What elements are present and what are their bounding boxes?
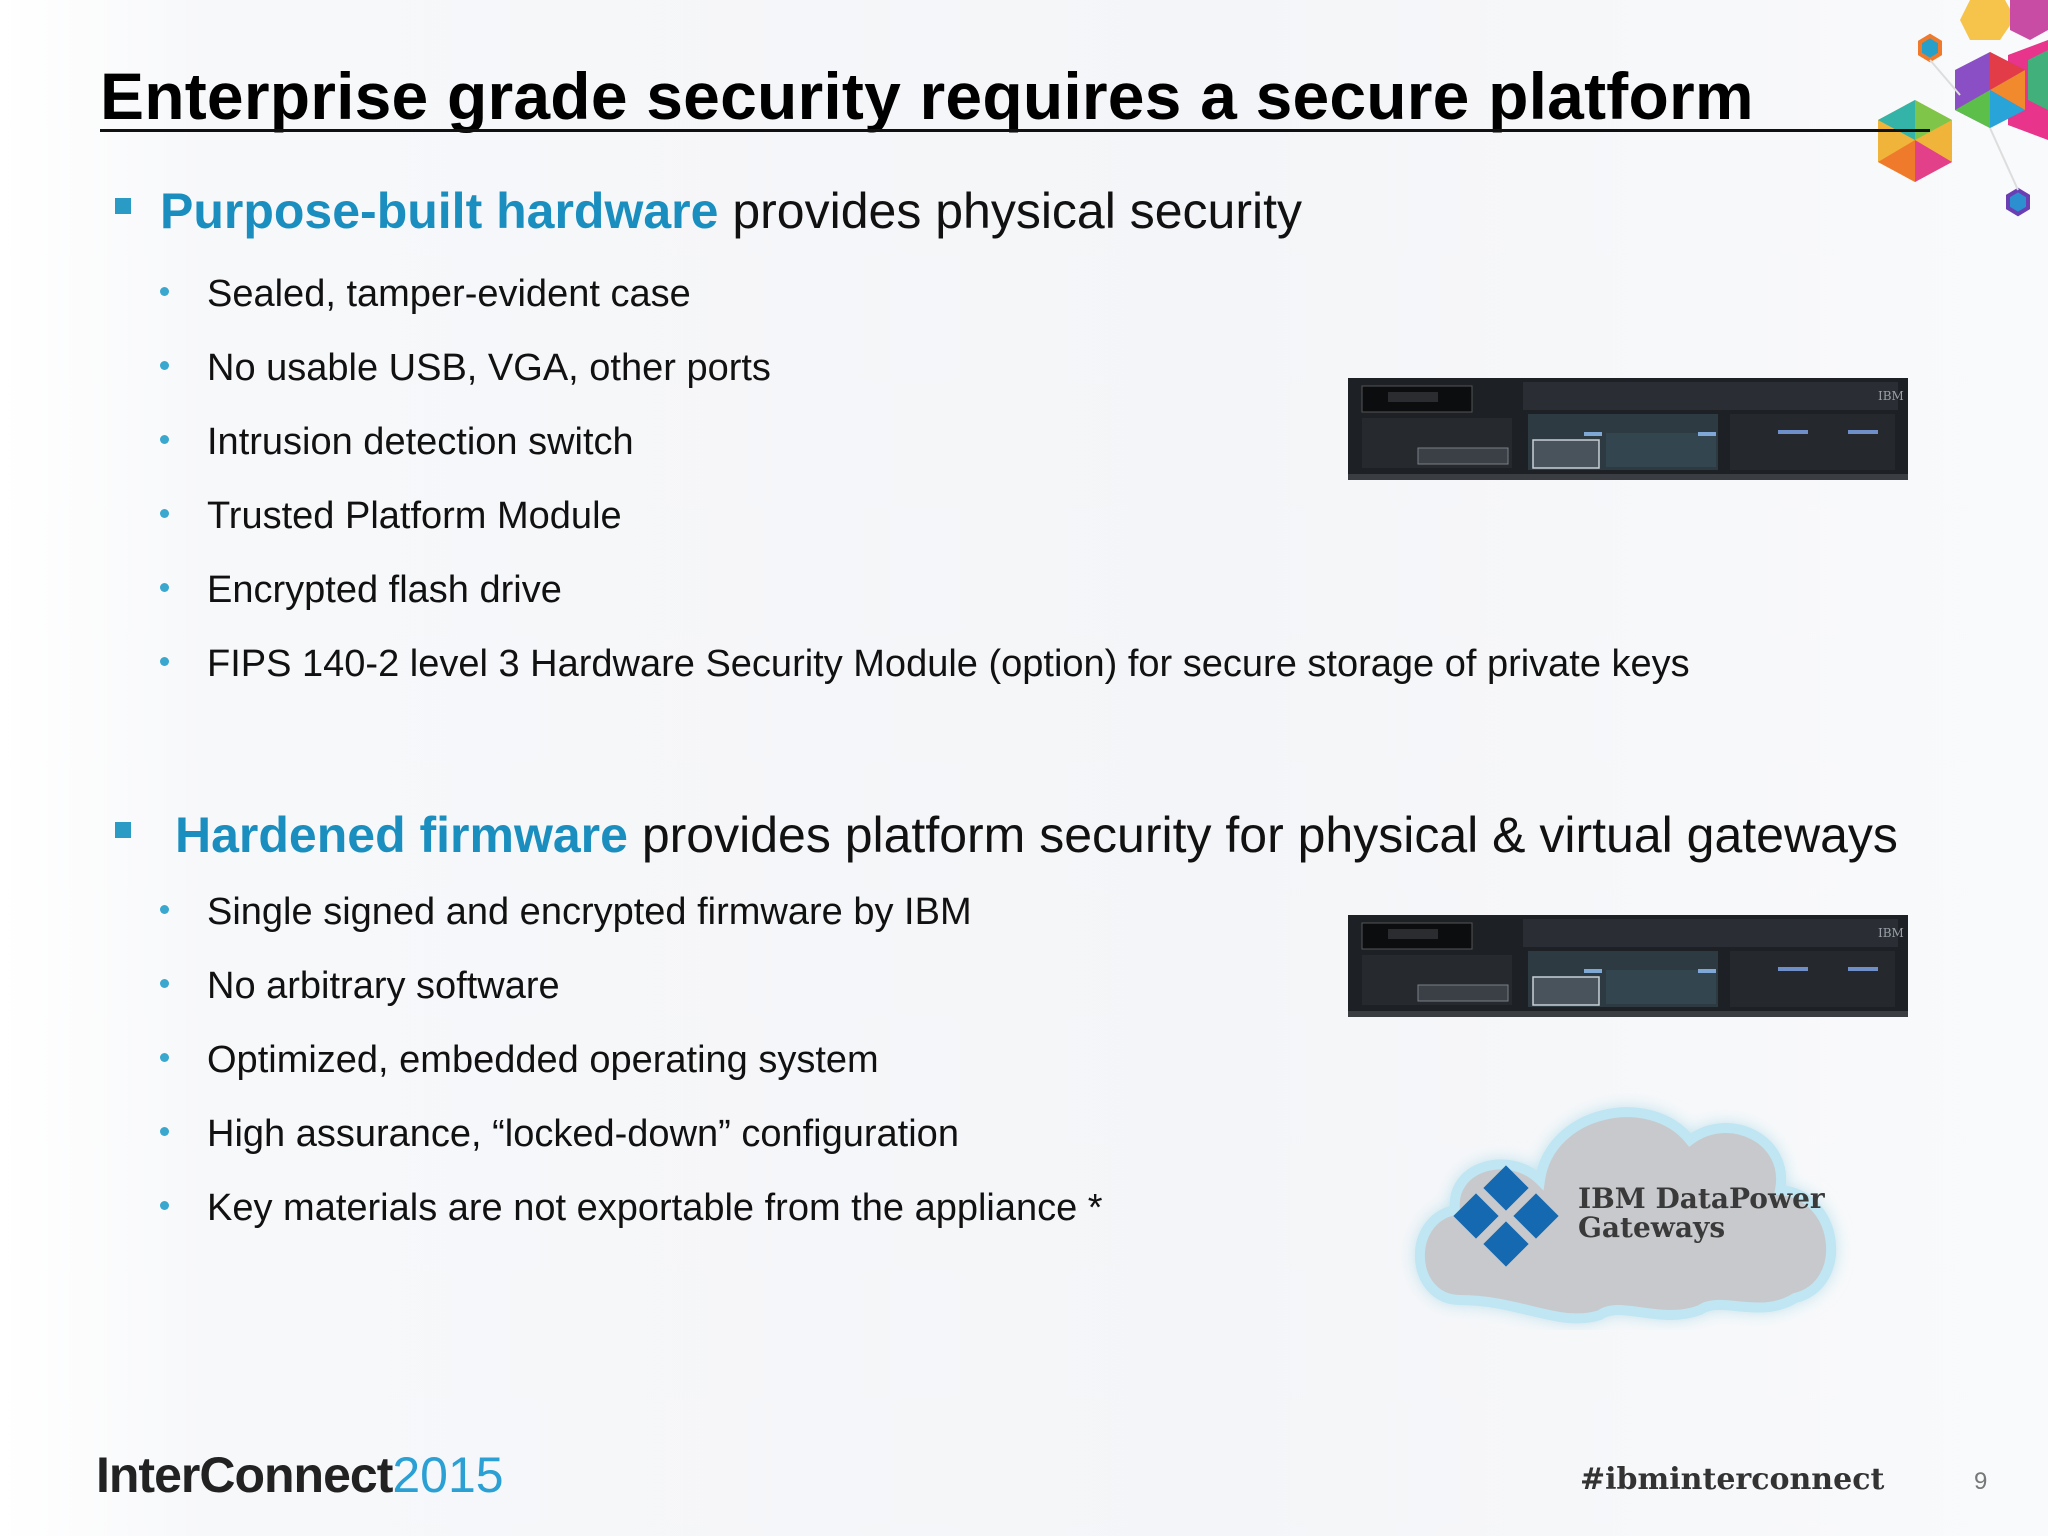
- cloud-label-line2: Gateways: [1578, 1211, 1725, 1244]
- list-item: Intrusion detection switch: [160, 421, 634, 464]
- bullet-dot-icon: [160, 509, 169, 519]
- bullet-dot-icon: [160, 583, 169, 593]
- section-heading-hardware: Purpose-built hardware provides physical…: [160, 182, 1302, 240]
- section-bullet-icon: [115, 198, 131, 214]
- list-item: No arbitrary software: [160, 965, 560, 1008]
- section-heading-text: provides physical security: [718, 183, 1303, 239]
- list-item-text: Single signed and encrypted firmware by …: [207, 891, 972, 933]
- list-item-text: Sealed, tamper-evident case: [207, 273, 691, 315]
- list-item-text: Trusted Platform Module: [207, 495, 622, 537]
- server-logo: IBM: [1878, 389, 1904, 403]
- section-heading-text: provides platform security for physical …: [627, 807, 1898, 863]
- server-logo: IBM: [1878, 926, 1904, 940]
- section-highlight: Hardened firmware: [175, 807, 628, 863]
- list-item-text: High assurance, “locked-down” configurat…: [207, 1113, 959, 1155]
- list-item: Key materials are not exportable from th…: [160, 1187, 1103, 1230]
- footer-brand: InterConnect2015: [96, 1446, 504, 1504]
- list-item: No usable USB, VGA, other ports: [160, 347, 771, 390]
- list-item: Optimized, embedded operating system: [160, 1039, 879, 1082]
- list-item-text: No arbitrary software: [207, 965, 560, 1007]
- list-item: High assurance, “locked-down” configurat…: [160, 1113, 959, 1156]
- list-item: FIPS 140-2 level 3 Hardware Security Mod…: [160, 643, 1690, 686]
- bullet-dot-icon: [160, 361, 169, 371]
- list-item: Sealed, tamper-evident case: [160, 273, 691, 316]
- list-item: Encrypted flash drive: [160, 569, 562, 612]
- hexagon-decoration-icon: [1878, 0, 2048, 217]
- section-highlight: Purpose-built hardware: [160, 183, 719, 239]
- bullet-dot-icon: [160, 1053, 169, 1063]
- list-item: Trusted Platform Module: [160, 495, 622, 538]
- bullet-dot-icon: [160, 657, 169, 667]
- list-item: Single signed and encrypted firmware by …: [160, 891, 972, 934]
- section-bullet-icon: [115, 822, 131, 838]
- bullet-dot-icon: [160, 905, 169, 915]
- server-appliance-image: IBM: [1348, 378, 1908, 480]
- title-underline: [100, 129, 1930, 132]
- section-heading-firmware: Hardened firmware provides platform secu…: [175, 806, 1898, 864]
- bullet-dot-icon: [160, 1127, 169, 1137]
- page-title: Enterprise grade security requires a sec…: [100, 59, 1754, 133]
- bullet-dot-icon: [160, 1201, 169, 1211]
- list-item-text: FIPS 140-2 level 3 Hardware Security Mod…: [207, 643, 1690, 685]
- brand-word: InterConnect: [96, 1447, 393, 1503]
- bullet-dot-icon: [160, 287, 169, 297]
- list-item-text: Intrusion detection switch: [207, 421, 634, 463]
- datapower-cloud-graphic: IBM DataPower Gateways: [1415, 1107, 1837, 1324]
- page-number: 9: [1974, 1468, 1988, 1495]
- bullet-dot-icon: [160, 435, 169, 445]
- cloud-label-line1: IBM DataPower: [1578, 1182, 1826, 1215]
- list-item-text: Encrypted flash drive: [207, 569, 562, 611]
- list-item-text: Optimized, embedded operating system: [207, 1039, 879, 1081]
- list-item-text: No usable USB, VGA, other ports: [207, 347, 771, 389]
- list-item-text: Key materials are not exportable from th…: [207, 1187, 1103, 1229]
- footer-hashtag: #ibminterconnect: [1580, 1462, 1885, 1497]
- bullet-dot-icon: [160, 979, 169, 989]
- server-appliance-image: IBM: [1348, 915, 1908, 1017]
- brand-year: 2015: [392, 1447, 504, 1503]
